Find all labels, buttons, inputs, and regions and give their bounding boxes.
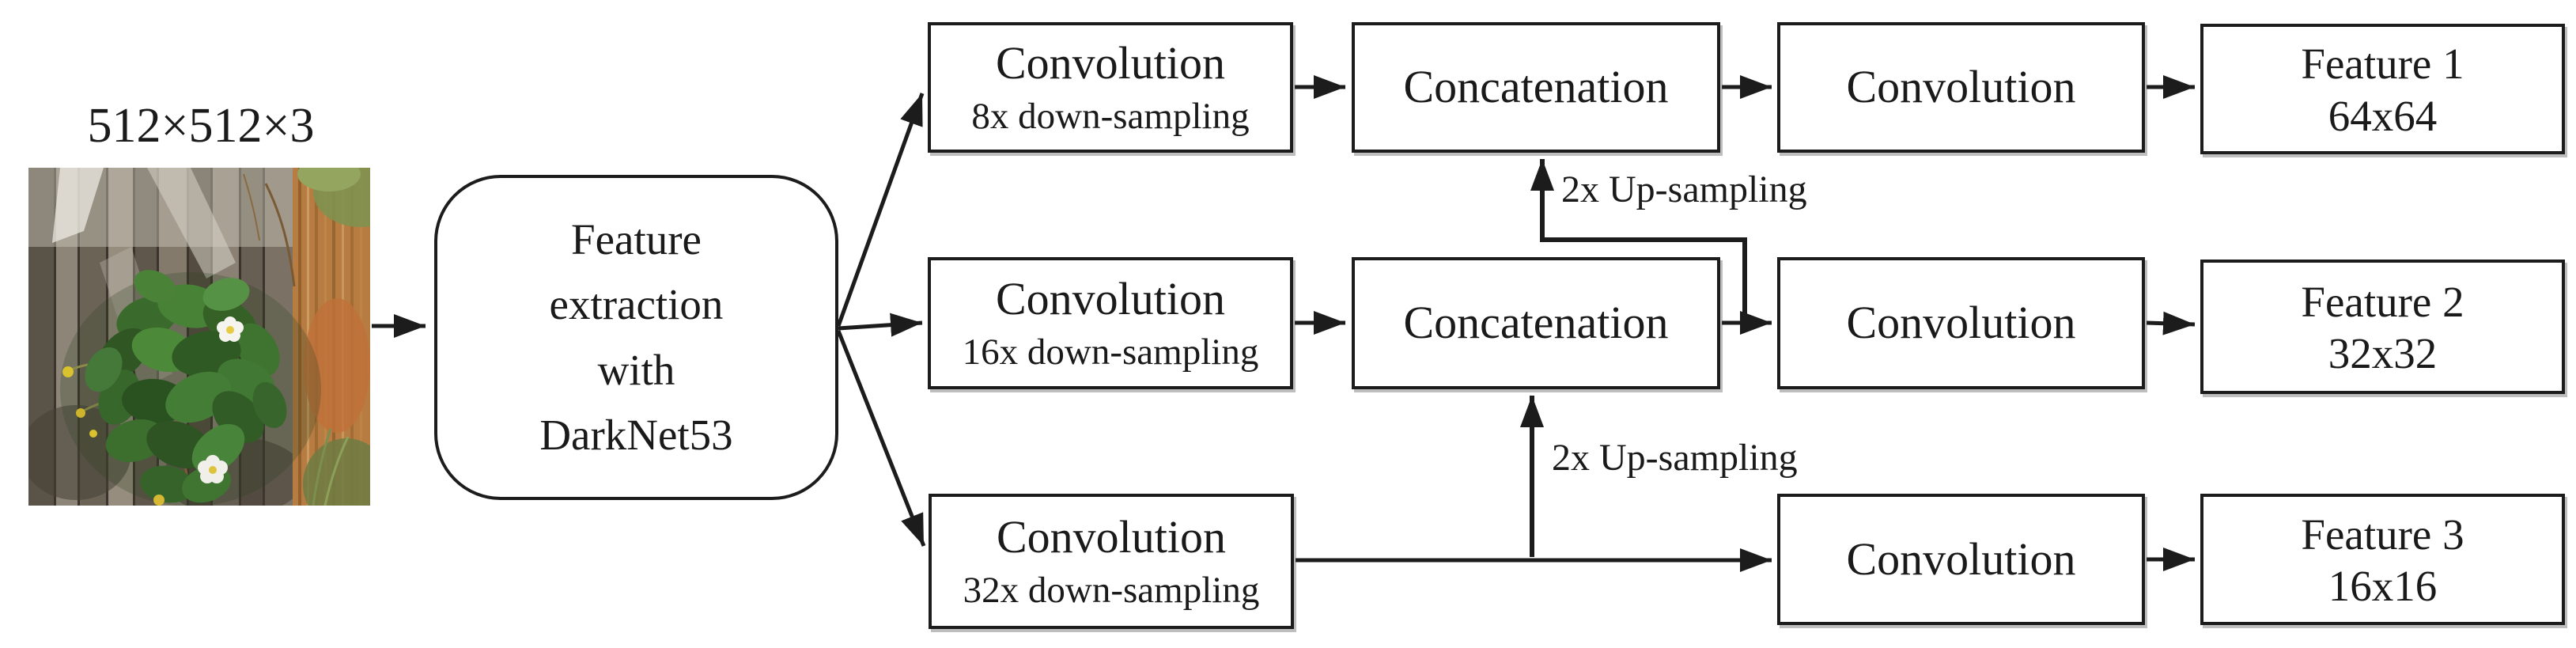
conv-head-3-box: Convolution	[1777, 494, 2145, 625]
feature-1-box: Feature 1 64x64	[2200, 24, 2565, 154]
feature-3-title: Feature 3	[2301, 510, 2464, 559]
backbone-box: Feature extraction with DarkNet53	[434, 175, 838, 500]
backbone-label: Feature extraction with DarkNet53	[539, 214, 733, 460]
conv-8x-box: Convolution 8x down-sampling	[928, 22, 1293, 153]
conv-head-1-box: Convolution	[1777, 22, 2145, 153]
arrow-backbone-to-conv32x	[836, 330, 926, 547]
conv-16x-subtitle: 16x down-sampling	[962, 331, 1259, 373]
conv-16x-box: Convolution 16x down-sampling	[928, 257, 1293, 389]
feature-3-box: Feature 3 16x16	[2200, 494, 2565, 625]
white-flowers	[198, 316, 244, 483]
upsample-arrow-to-concat-top	[1530, 159, 1747, 321]
concat-middle-box: Concatenation	[1352, 257, 1720, 389]
feature-2-title: Feature 2	[2301, 277, 2464, 326]
yellow-flowers	[62, 366, 165, 506]
feature-3-size: 16x16	[2328, 562, 2438, 610]
feature-2-box: Feature 2 32x32	[2200, 260, 2565, 394]
concat-middle-label: Concatenation	[1403, 297, 1669, 349]
arrow-backbone-to-conv8x	[836, 93, 925, 327]
upsample-bottom-label: 2x Up-sampling	[1552, 437, 1798, 479]
conv-8x-subtitle: 8x down-sampling	[971, 95, 1250, 137]
conv-32x-subtitle: 32x down-sampling	[963, 569, 1260, 611]
dry-grass-strip	[243, 168, 370, 506]
input-size-label: 512×512×3	[87, 99, 315, 153]
conv-16x-title: Convolution	[995, 273, 1226, 325]
concat-top-box: Concatenation	[1352, 22, 1720, 153]
arrow-backbone-to-conv16x	[838, 313, 923, 337]
conv-8x-title: Convolution	[995, 37, 1226, 89]
conv-head-2-label: Convolution	[1846, 297, 2076, 349]
concat-top-label: Concatenation	[1403, 61, 1669, 113]
conv-32x-box: Convolution 32x down-sampling	[929, 494, 1294, 629]
strawberry-plant	[60, 270, 321, 506]
conv-32x-title: Convolution	[996, 511, 1227, 563]
strawberry-plant-photo	[28, 168, 370, 506]
feature-2-size: 32x32	[2328, 329, 2438, 377]
arrow-conv-head-2-to-feature-2	[2146, 311, 2196, 335]
feature-1-title: Feature 1	[2301, 40, 2464, 89]
conv-head-3-label: Convolution	[1846, 532, 2076, 585]
conv-head-1-label: Convolution	[1846, 61, 2076, 113]
conv-head-2-box: Convolution	[1777, 257, 2145, 389]
upsample-top-label: 2x Up-sampling	[1561, 169, 1807, 210]
feature-1-size: 64x64	[2328, 91, 2438, 140]
